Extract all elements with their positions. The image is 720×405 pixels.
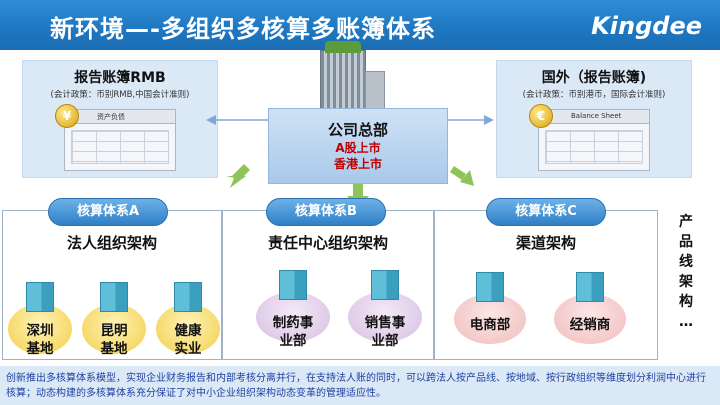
product-line-vertical-label: 产品线架构… [679,214,693,330]
hq-listing-hk: 香港上市 [333,157,382,171]
page-title: 新环境—-多组织多核算多账簿体系 [50,15,436,43]
ledger-grid [545,130,643,164]
system-c-pill: 核算体系C [486,198,606,226]
green-arrow-left [226,176,246,188]
right-report-box: 国外（报告账簿) (会计政策：币别港币，国际会计准则) Balance Shee… [496,60,692,178]
building-cube-icon [576,272,604,302]
euro-coin-icon: € [529,104,553,128]
building-cube-icon [279,270,307,300]
org-node-label: 昆明 基地 [100,323,128,357]
system-b-heading: 责任中心组织架构 [267,234,388,252]
org-node-label: 销售事 业部 [364,315,406,349]
ledger-label: Balance Sheet [571,112,622,120]
system-a-heading: 法人组织架构 [66,234,157,252]
system-b-pill: 核算体系B [266,198,386,226]
building-cube-icon [371,270,399,300]
ledger-label: 资产负债 [97,113,125,121]
hq-listing-a: A股上市 [335,141,381,155]
system-a-pill: 核算体系A [48,198,168,226]
left-box-subtitle: (会计政策：币别RMB,中国会计准则) [50,90,190,100]
right-box-subtitle: (会计政策：币别港币，国际会计准则) [522,90,666,100]
building-cube-icon [26,282,54,312]
kingdee-logo: Kingdee [591,12,702,40]
hq-box: 公司总部 A股上市 香港上市 [268,108,448,184]
green-arrow-left-body [232,164,250,182]
building-cube-icon [100,282,128,312]
footer-bar: 创新推出多核算体系模型，实现企业财务报告和内部考核分离并行，在支持法人账的同时，… [0,366,720,405]
footer-description: 创新推出多核算体系模型，实现企业财务报告和内部考核分离并行，在支持法人账的同时，… [6,373,706,399]
building-cube-icon [476,272,504,302]
green-arrow-right-body [450,166,466,180]
hq-name: 公司总部 [327,121,388,139]
building-cube-icon [174,282,202,312]
right-box-title: 国外（报告账簿) [541,70,647,86]
org-node-label: 深圳 基地 [26,323,54,357]
green-arrow-right [460,170,474,186]
left-box-title: 报告账簿RMB [74,70,166,86]
system-c-heading: 渠道架构 [515,234,576,252]
ledger-sheet-icon: Balance Sheet € [529,104,650,171]
left-report-box: 报告账簿RMB (会计政策：币别RMB,中国会计准则) 资产负债 ¥ [22,60,218,178]
yuan-coin-icon: ¥ [55,104,79,128]
org-node-label: 经销商 [569,317,611,333]
arrow-to-right-box [448,115,494,125]
org-node-label: 健康 实业 [174,323,202,357]
org-node-label: 制药事 业部 [272,315,314,349]
ledger-grid [71,130,169,164]
org-node-label: 电商部 [469,317,511,333]
ledger-sheet-icon: 资产负债 ¥ [55,104,176,171]
